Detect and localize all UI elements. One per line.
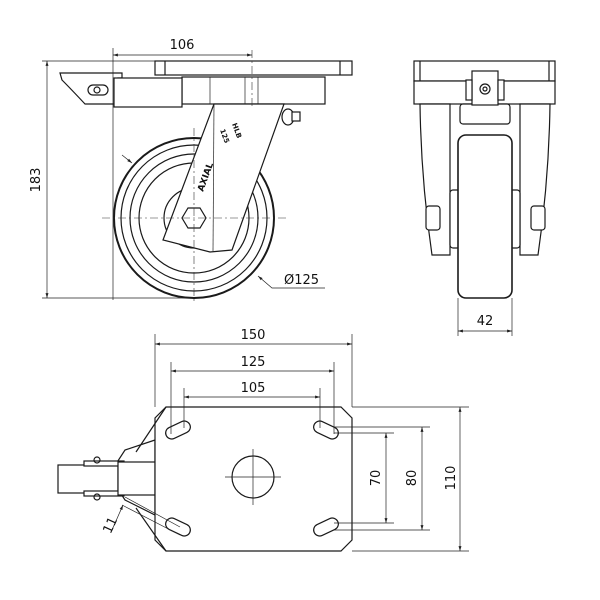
dim-125-label: 125	[241, 355, 266, 370]
dim-70-label: 70	[369, 470, 384, 487]
brake-lever	[59, 72, 183, 108]
brake-bracket	[471, 70, 499, 106]
axle-nut-right	[530, 205, 546, 231]
front-view: HLB 125 AXIAL 106 183 Ø125	[29, 38, 353, 302]
dim-42-label: 42	[477, 314, 494, 329]
dim-80-label: 80	[405, 470, 420, 487]
dim-106-label: 106	[170, 38, 195, 53]
axle-nut-left	[425, 205, 441, 231]
side-view: 42	[413, 60, 556, 336]
dim-150-label: 150	[241, 328, 266, 343]
fork-leg-right	[519, 103, 551, 256]
dim-105-label: 105	[241, 381, 266, 396]
dim-110-label: 110	[444, 466, 459, 491]
grease-nipple-icon	[281, 108, 301, 126]
wheel-side	[457, 134, 513, 299]
dim-183-label: 183	[29, 168, 44, 193]
top-view: 150 125 105 70 80 110 11	[57, 328, 469, 552]
mounting-plate	[154, 60, 353, 76]
dim-11-label: 11	[101, 515, 122, 536]
brake-top	[57, 439, 156, 516]
dim-diameter-label: Ø125	[284, 273, 319, 288]
swivel-housing	[181, 76, 326, 105]
fork-leg-left	[419, 103, 451, 256]
